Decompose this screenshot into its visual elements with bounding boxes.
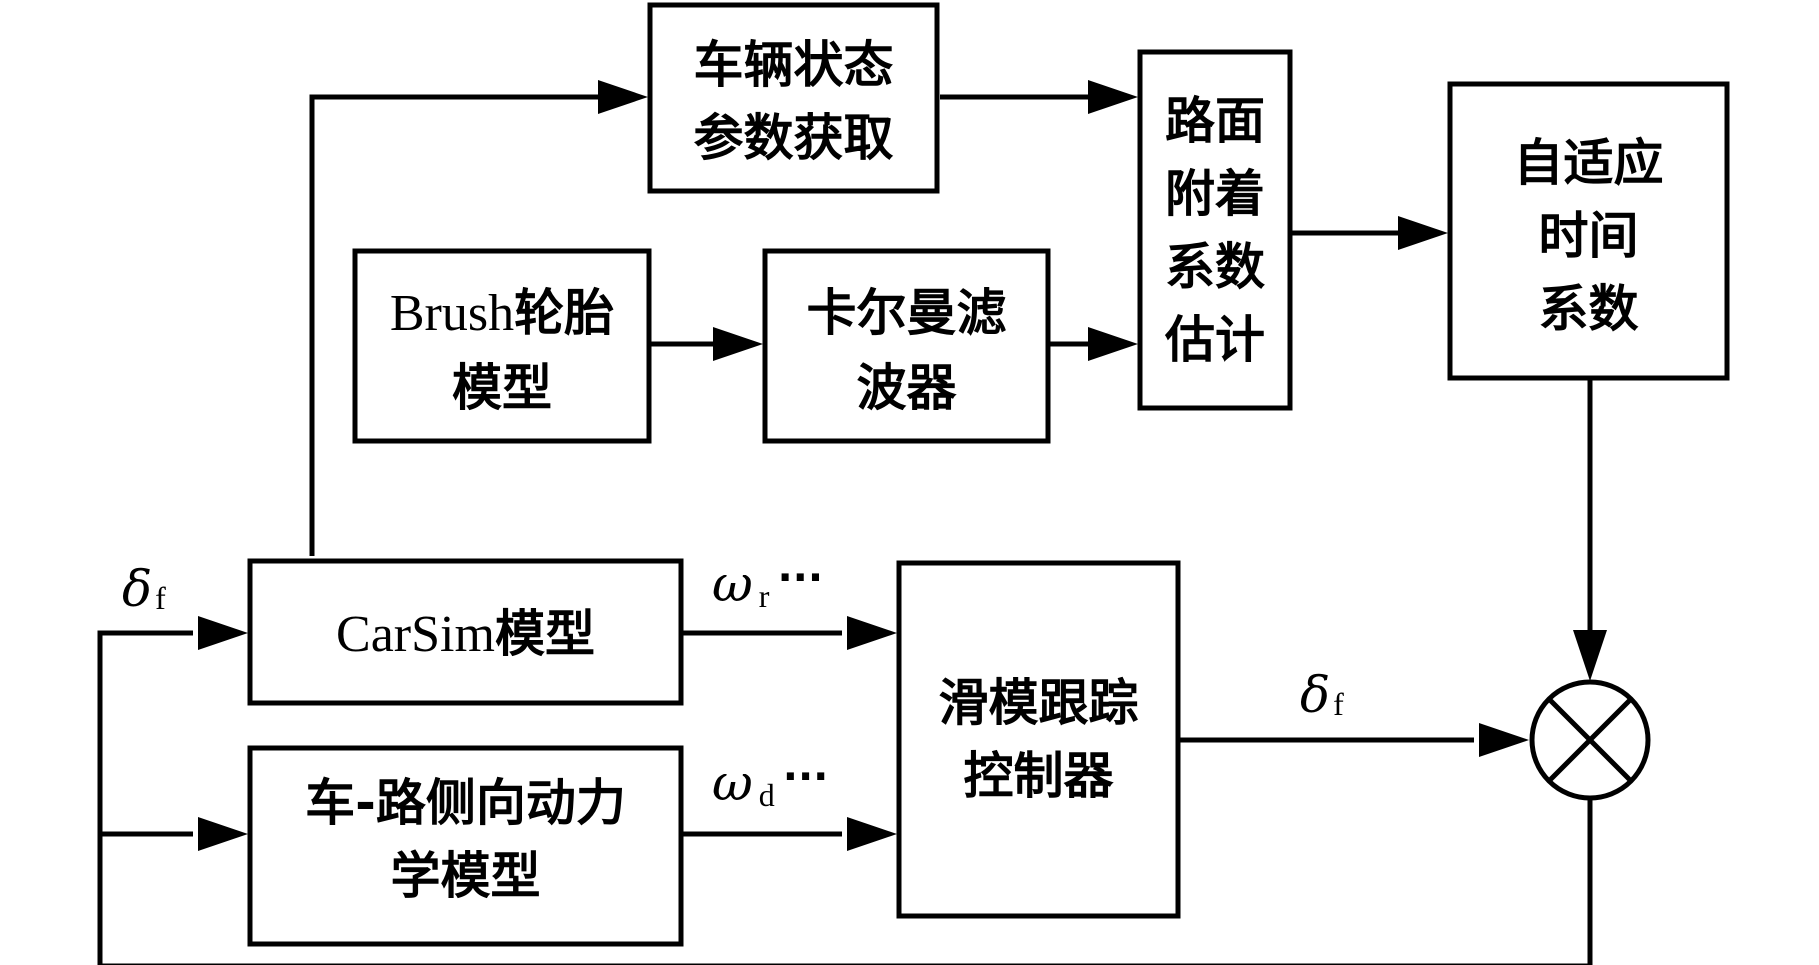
wire-feedback-loop [97,630,1593,965]
arrowhead-icon [1398,216,1448,250]
block-smc-line2: 控制器 [964,747,1115,805]
ellipsis: ··· [783,754,829,800]
omega-subscript: r [759,578,770,614]
svg-text:ωr···: ωr··· [712,555,823,614]
block-road-estimation: 路面 附着 系数 估计 [1137,49,1293,411]
delta-subscript: f [1333,686,1344,722]
block-vehicle-state-line2: 参数获取 [694,109,894,167]
block-kalman-line2: 波器 [857,359,958,417]
block-carsim: CarSim模型 [247,558,684,706]
block-adaptive-line2: 时间 [1539,207,1639,265]
block-smc-line1: 滑模跟踪 [939,674,1139,732]
block-vehicle-road-line1: 车-路侧向动力 [305,774,626,832]
block-vehicle-road-line2: 学模型 [391,847,541,905]
block-carsim-label: CarSim模型 [336,605,595,663]
delta-symbol: δ [122,560,152,618]
block-adaptive-line1: 自适应 [1514,134,1664,192]
block-vehicle-state-line1: 车辆状态 [694,36,894,94]
block-road-estimation-line3: 系数 [1165,238,1265,296]
block-brush-tire: Brush轮胎 模型 [352,248,652,444]
arrowhead-icon [1088,80,1138,114]
arrowhead-icon [847,817,897,851]
omega-symbol: ω [712,754,753,812]
signal-delta-input: δf [122,560,166,618]
block-adaptive-line3: 系数 [1539,280,1639,338]
arrowhead-icon [598,80,648,114]
arrowheads [198,80,1607,851]
omega-subscript: d [759,777,775,813]
arrowhead-icon [198,817,248,851]
arrowhead-icon [198,616,248,650]
block-vehicle-state: 车辆状态 参数获取 [647,2,940,194]
delta-subscript: f [155,580,166,616]
block-road-estimation-line2: 附着 [1165,165,1265,223]
arrowhead-icon [1479,723,1529,757]
arrowhead-icon [713,327,763,361]
block-road-estimation-line1: 路面 [1165,92,1265,150]
block-smc: 滑模跟踪 控制器 [896,560,1181,919]
block-brush-tire-line1: Brush轮胎 [390,284,614,342]
block-adaptive-time: 自适应 时间 系数 [1447,81,1730,381]
multiply-circle-icon [1529,679,1651,801]
block-road-estimation-line4: 估计 [1164,311,1265,369]
connection-lines [97,94,1593,965]
arrowhead-icon [847,616,897,650]
wire-carsim-to-vehicle-state [309,94,598,556]
arrowhead-icon [1088,327,1138,361]
svg-text:ωd···: ωd··· [712,754,828,813]
block-kalman-line1: 卡尔曼滤 [807,284,1007,342]
signal-delta-output: δf [1300,666,1344,724]
omega-symbol: ω [712,555,753,613]
block-kalman-filter: 卡尔曼滤 波器 [762,248,1051,444]
svg-text:δf: δf [122,560,166,618]
block-vehicle-road-model: 车-路侧向动力 学模型 [247,745,684,947]
svg-text:δf: δf [1300,666,1344,724]
delta-symbol: δ [1300,666,1330,724]
arrowhead-icon [1573,630,1607,681]
ellipsis: ··· [777,555,823,601]
block-brush-tire-line2: 模型 [452,359,552,417]
